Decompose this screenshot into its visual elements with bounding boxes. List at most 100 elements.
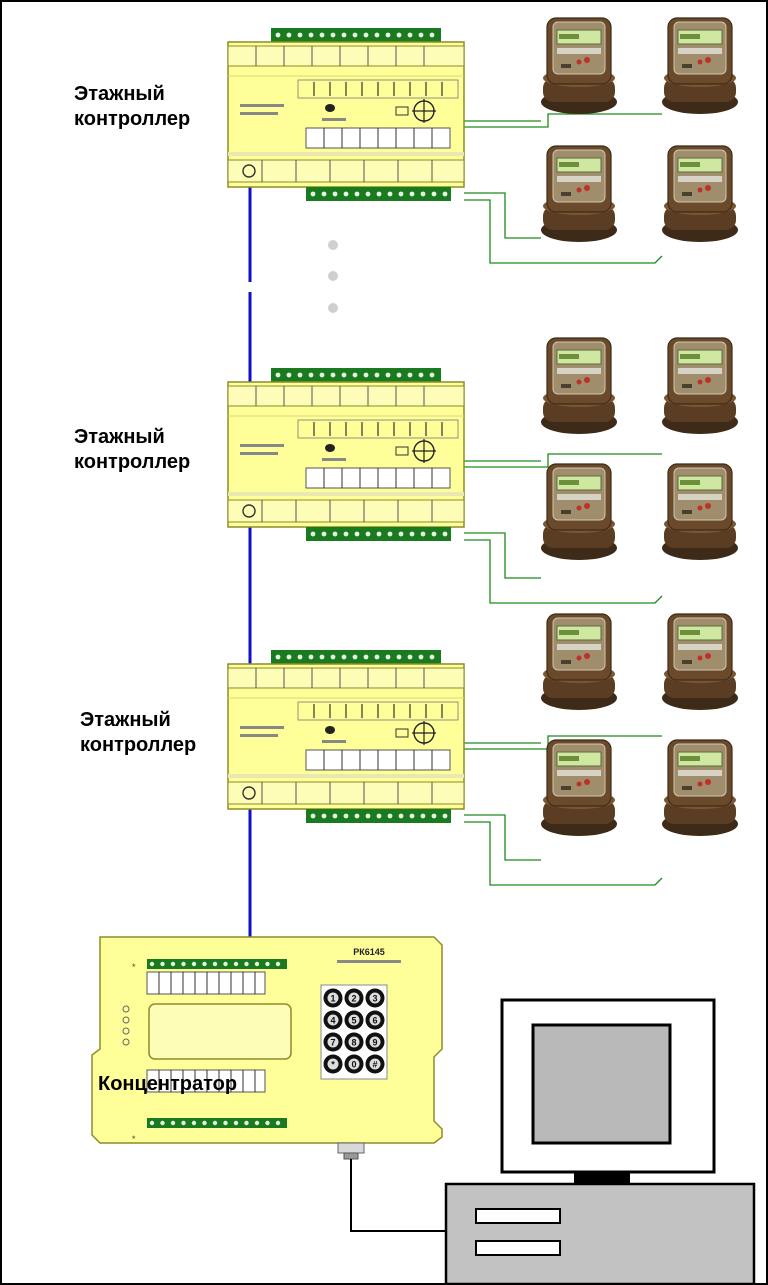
meter-led <box>697 655 703 661</box>
meter-led <box>584 653 590 659</box>
meter-wire <box>464 821 663 886</box>
terminal-screw <box>308 32 314 38</box>
desktop-computer-icon <box>350 998 756 1285</box>
terminal-screw <box>431 191 437 197</box>
terminal-screw <box>310 191 316 197</box>
terminal-screw <box>354 813 360 819</box>
terminal-screw <box>420 531 426 537</box>
meter-button <box>682 786 692 790</box>
terminal-screw <box>330 372 336 378</box>
terminal-screw <box>275 1120 281 1126</box>
controller-stripe <box>228 774 464 778</box>
controller-mark-row <box>297 419 459 439</box>
terminal-screw <box>330 654 336 660</box>
terminal-screw <box>286 372 292 378</box>
terminal-screw <box>286 32 292 38</box>
controller-indicator <box>325 444 335 452</box>
terminal-screw <box>352 372 358 378</box>
meter-wire <box>464 735 662 750</box>
keypad-key-label: 4 <box>330 1016 335 1026</box>
terminal-screw <box>398 531 404 537</box>
pc-system-unit <box>444 1182 756 1285</box>
meter-led <box>576 379 582 385</box>
terminal-screw <box>396 654 402 660</box>
terminal-screw <box>387 813 393 819</box>
terminal-screw <box>354 191 360 197</box>
terminal-screw <box>376 531 382 537</box>
terminal-screw <box>332 813 338 819</box>
terminal-screw <box>149 1120 155 1126</box>
terminal-screw <box>308 372 314 378</box>
terminal-screw <box>409 191 415 197</box>
terminal-screw <box>418 654 424 660</box>
terminal-screw <box>374 32 380 38</box>
keypad-key-label: 7 <box>330 1038 335 1048</box>
terminal-screw <box>409 813 415 819</box>
meter-nameplate <box>557 48 601 54</box>
terminal-screw <box>365 191 371 197</box>
controller-caption <box>240 112 278 115</box>
terminal-screw <box>286 654 292 660</box>
meter-led <box>584 57 590 63</box>
terminal-screw <box>396 32 402 38</box>
ground-terminal <box>242 164 256 178</box>
terminal-screw <box>212 961 218 967</box>
meter-button <box>682 510 692 514</box>
controller-stripe <box>228 492 464 496</box>
monitor-screen <box>531 1023 672 1145</box>
meter-digits <box>559 756 579 761</box>
keypad-key-face <box>369 1014 381 1026</box>
keypad-key-face <box>348 1036 360 1048</box>
keypad-key-face <box>348 1058 360 1070</box>
terminal-screw <box>365 531 371 537</box>
bus-line <box>246 180 254 940</box>
terminal-screw <box>275 32 281 38</box>
terminal-screw <box>275 654 281 660</box>
status-led <box>122 1027 130 1035</box>
terminal-screw <box>319 654 325 660</box>
terminal-screw <box>429 372 435 378</box>
keypad-key-label: 2 <box>351 994 356 1004</box>
meter-digits <box>680 162 700 167</box>
terminal-screw <box>352 32 358 38</box>
continuation-dots <box>328 240 338 313</box>
keypad-key-face <box>327 1058 339 1070</box>
meter-nameplate <box>678 770 722 776</box>
concentrator-model-label: РК6145 <box>353 947 385 957</box>
keypad-key-label: 8 <box>351 1038 356 1048</box>
meter-button <box>561 64 571 68</box>
keypad-key-face <box>327 992 339 1004</box>
meter-digits <box>559 34 579 39</box>
meter-digits <box>559 480 579 485</box>
corner-mark: * <box>132 1134 136 1144</box>
terminal-screw <box>407 372 413 378</box>
controller-caption <box>240 444 284 447</box>
controller-top-strip <box>227 385 465 407</box>
terminal-screw <box>223 1120 228 1126</box>
meter-nameplate <box>557 644 601 650</box>
floor-controller-label: Этажный контроллер <box>74 425 190 475</box>
terminal-screw <box>191 961 197 967</box>
terminal-screw <box>223 961 228 967</box>
meters <box>541 17 738 836</box>
meter-digits <box>680 354 700 359</box>
terminal-screw <box>374 654 380 660</box>
terminal-screw <box>212 1120 218 1126</box>
controller-port <box>395 106 409 116</box>
terminal-screw <box>244 961 249 967</box>
meter-led <box>584 377 590 383</box>
terminal-screw <box>352 654 358 660</box>
meter-nameplate <box>557 770 601 776</box>
terminal-screw <box>233 961 239 967</box>
keypad-key-label: 6 <box>372 1016 377 1026</box>
terminal-screw <box>330 32 336 38</box>
meter-led <box>576 781 582 787</box>
meter-digits <box>559 162 579 167</box>
meter-wire <box>464 199 663 264</box>
terminal-screw <box>265 1120 270 1126</box>
meter-led <box>705 779 711 785</box>
terminal-screw <box>265 961 270 967</box>
meter-nameplate <box>557 368 601 374</box>
controller-stripe <box>228 152 464 156</box>
